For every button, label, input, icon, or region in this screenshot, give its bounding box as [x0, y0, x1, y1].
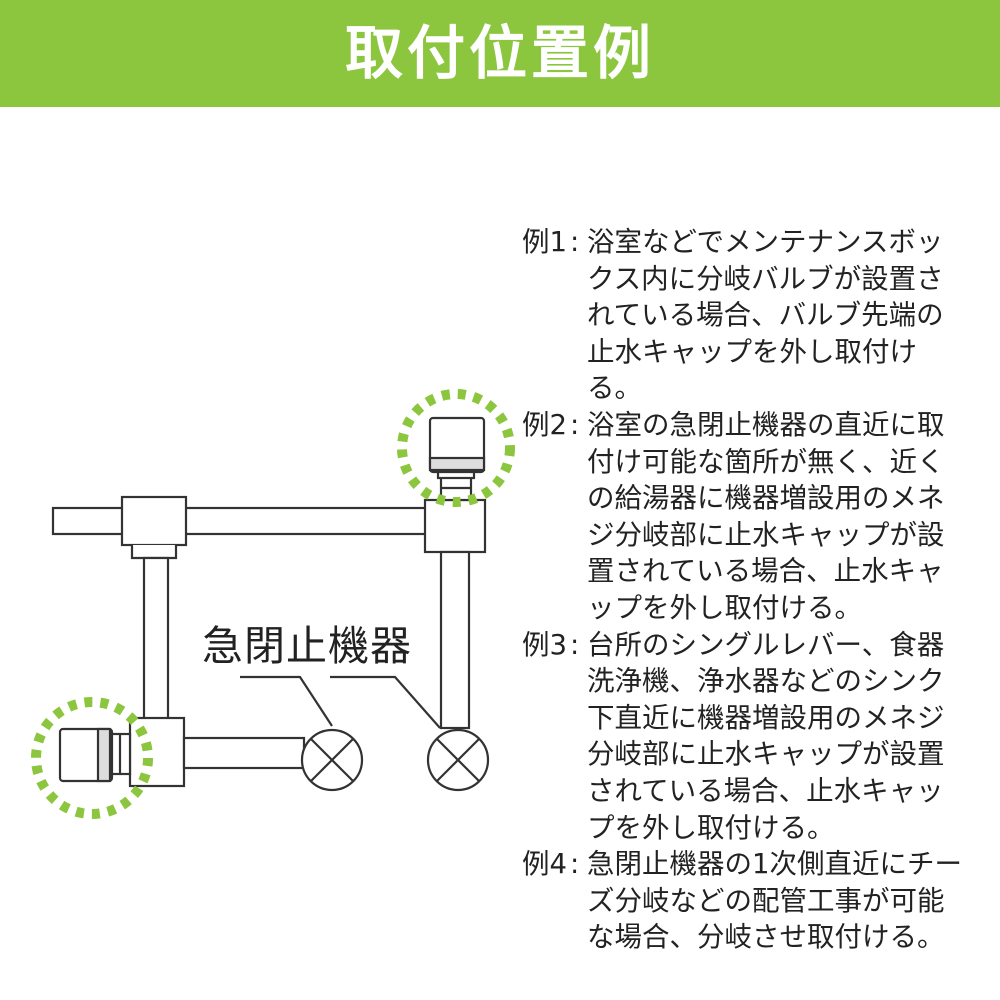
- left-vertical-pipe: [142, 556, 170, 722]
- example-label: 例4: [522, 848, 567, 881]
- example-text: 急閉止機器の1次側直近にチーズ分岐などの配管工事が可能な場合、分岐させ取付ける。: [587, 848, 962, 954]
- header-banner: [0, 0, 1000, 107]
- example-label: 例2: [522, 408, 567, 441]
- highlight-circle-top-right: [397, 389, 515, 507]
- bottom-horizontal-pipe: [182, 736, 306, 770]
- example-item: 例2 : 浴室の急閉止機器の直近に取付け可能な箇所が無く、近くの給湯器に機器増設…: [522, 407, 962, 627]
- example-separator: :: [570, 408, 580, 441]
- device-label: 急閉止機器: [202, 622, 412, 670]
- examples-list: 例1 : 浴室などでメンテナンスボックス内に分岐バルブが設置されている場合、バル…: [522, 224, 962, 956]
- bottom-left-tee: [128, 716, 186, 788]
- right-vertical-pipe: [439, 550, 471, 730]
- example-item: 例4 : 急閉止機器の1次側直近にチーズ分岐などの配管工事が可能な場合、分岐させ…: [522, 846, 962, 956]
- label-leader-lines: [240, 675, 441, 729]
- example-label: 例1: [522, 226, 567, 258]
- example-text: 台所のシングルレバー、食器洗浄機、浄水器などのシンク下直近に機器増設用のメネジ分…: [587, 628, 945, 844]
- elbow-fitting-top-right: [423, 498, 487, 554]
- example-separator: :: [570, 848, 580, 881]
- example-item: 例3 : 台所のシングルレバー、食器洗浄機、浄水器などのシンク下直近に機器増設用…: [522, 627, 962, 847]
- highlight-circle-bottom-left: [31, 697, 153, 819]
- example-text: 浴室の急閉止機器の直近に取付け可能な箇所が無く、近くの給湯器に機器増設用のメネジ…: [587, 408, 945, 624]
- tee-fitting: [120, 495, 188, 547]
- tee-fitting-socket: [130, 545, 178, 560]
- example-separator: :: [570, 226, 580, 258]
- page-title: 取付位置例: [344, 19, 655, 87]
- example-item: 例1 : 浴室などでメンテナンスボックス内に分岐バルブが設置されている場合、バル…: [522, 224, 962, 407]
- top-horizontal-pipe: [51, 506, 447, 536]
- example-separator: :: [570, 628, 580, 661]
- example-text: 浴室などでメンテナンスボックス内に分岐バルブが設置されている場合、バルブ先端の止…: [587, 226, 944, 405]
- example-label: 例3: [522, 628, 567, 661]
